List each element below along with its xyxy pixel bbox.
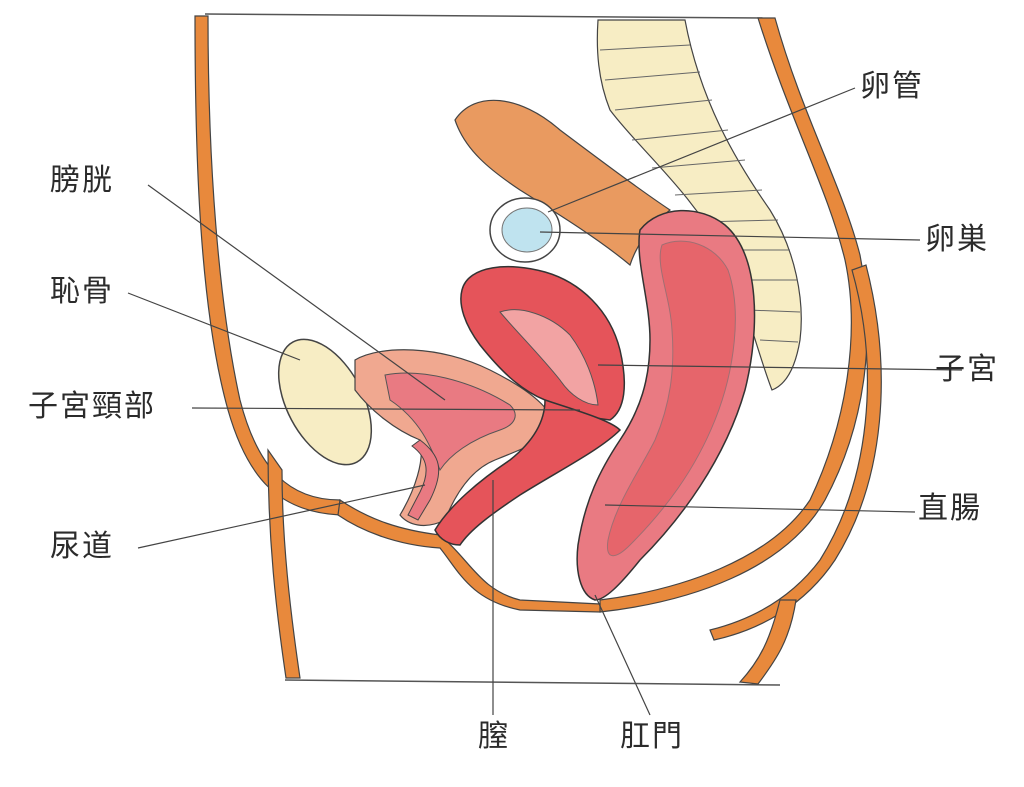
label-urethra: 尿道 [50, 529, 114, 564]
buttock [709, 264, 882, 641]
label-rectum: 直腸 [918, 491, 982, 526]
label-ovary: 卵巣 [925, 222, 989, 257]
label-pubic-bone: 恥骨 [50, 274, 114, 309]
sacrum-segments [599, 44, 801, 343]
leader-pubic-bone [127, 292, 301, 361]
label-uterus: 子宮 [935, 352, 999, 387]
label-vagina: 膣 [478, 719, 510, 754]
label-oviduct: 卵管 [860, 69, 924, 104]
front-thigh [267, 448, 301, 679]
bottom-border-line [284, 679, 781, 686]
back-thigh [738, 599, 797, 685]
uterine-cavity [499, 309, 599, 406]
leader-lines [127, 87, 963, 716]
leader-uterus [597, 364, 963, 371]
bladder-inner [384, 372, 516, 472]
label-anus: 肛門 [620, 719, 684, 754]
urethra [407, 439, 440, 521]
vagina [434, 398, 622, 546]
leader-cervix [191, 407, 581, 411]
label-cervix: 子宮頸部 [28, 389, 156, 424]
leader-ovary [539, 231, 921, 241]
perineum [337, 498, 601, 613]
ovary-inner [501, 207, 553, 253]
leader-oviduct [547, 87, 856, 213]
top-border-line [204, 13, 766, 19]
leader-anus [594, 594, 651, 716]
leader-rectum [604, 504, 916, 513]
rectum-inner [606, 240, 736, 557]
leader-urethra [137, 484, 426, 549]
label-bladder: 膀胱 [50, 163, 114, 198]
leader-bladder [147, 184, 446, 401]
